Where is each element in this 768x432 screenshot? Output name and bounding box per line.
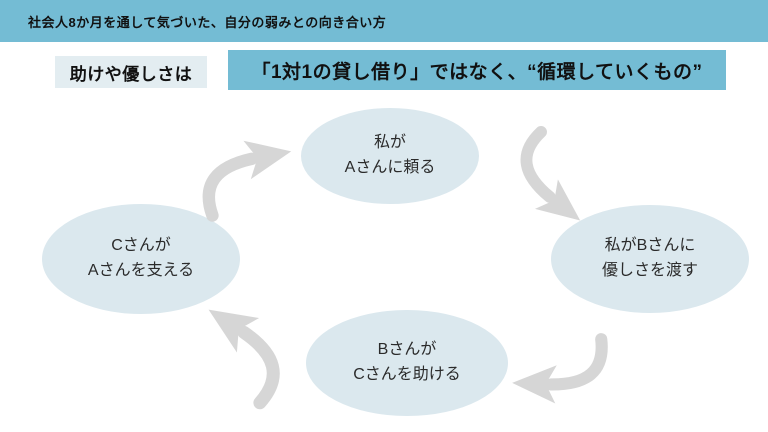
node-text-line: Cさんを助ける <box>353 366 461 383</box>
node-text-line: 優しさを渡す <box>601 262 698 279</box>
node-text-line: 私がBさんに <box>604 237 696 255</box>
curved-arrow-down-right-icon <box>486 120 618 247</box>
cycle-node-me-give-b: 私がBさんに 優しさを渡す <box>551 205 749 313</box>
top-bar: 社会人8か月を通して気づいた、自分の弱みとの向き合い方 <box>0 0 768 42</box>
node-text-line: Cさんが <box>111 237 171 255</box>
node-text-line: 私が <box>373 134 406 152</box>
node-text-line: Bさんが <box>377 341 437 359</box>
node-text-line: Aさんに頼る <box>344 159 436 176</box>
heading-statement-box: 「1対1の貸し借り」ではなく、“循環していくもの” <box>228 50 726 90</box>
heading-statement-label: 「1対1の貸し借り」ではなく、“循環していくもの” <box>251 61 703 83</box>
curved-arrow-up-right-icon <box>187 123 308 223</box>
curved-arrow-down-left-icon <box>494 325 625 419</box>
heading-subject-box: 助けや優しさは <box>55 56 207 88</box>
curved-arrow-up-left-icon <box>172 281 313 416</box>
cycle-node-c-support-a: Cさんが Aさんを支える <box>42 204 240 314</box>
cycle-node-b-help-c: Bさんが Cさんを助ける <box>306 310 508 416</box>
cycle-node-me-rely-on-a: 私が Aさんに頼る <box>301 108 479 204</box>
heading-subject-label: 助けや優しさは <box>69 64 193 84</box>
node-text-line: Aさんを支える <box>87 262 195 279</box>
slide-header-title: 社会人8か月を通して気づいた、自分の弱みとの向き合い方 <box>28 14 387 30</box>
